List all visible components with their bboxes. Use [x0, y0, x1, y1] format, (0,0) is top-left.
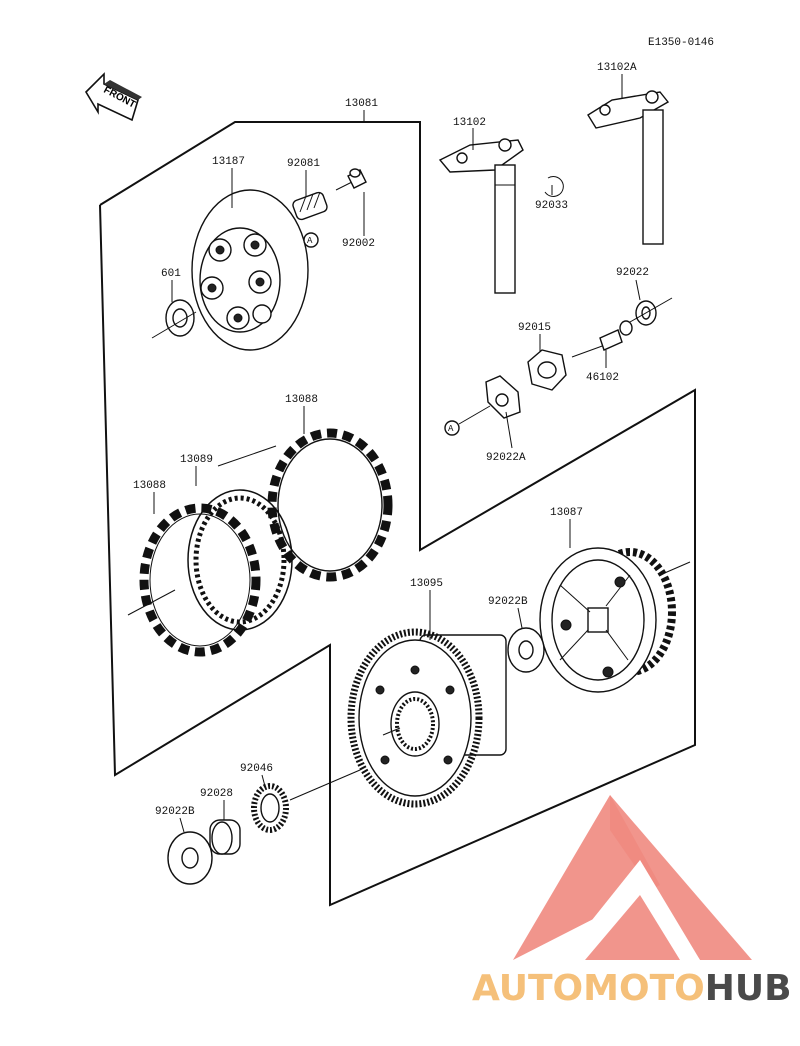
- label-92002: 92002: [342, 238, 375, 250]
- part-13087-clutch-hub: [539, 547, 691, 693]
- label-92046: 92046: [240, 763, 273, 775]
- part-92015-nut: [527, 349, 567, 391]
- label-92028: 92028: [200, 788, 233, 800]
- part-92022B-washer-lower: [167, 831, 213, 885]
- label-92081: 92081: [287, 158, 320, 170]
- watermark-logo: AUTOMOTOHUB: [472, 795, 792, 1009]
- label-92022: 92022: [616, 267, 649, 279]
- part-92002-bolt: [335, 168, 367, 191]
- label-92015: 92015: [518, 322, 551, 334]
- leader-lines: [153, 74, 641, 833]
- part-number-labels: 13081 13187 92081 92002 601 13102 13102A…: [133, 62, 649, 818]
- ref-mark-a-1: A: [303, 232, 319, 248]
- part-13095-clutch-housing: [347, 628, 507, 808]
- label-13102A: 13102A: [597, 62, 637, 74]
- label-46102: 46102: [586, 372, 619, 384]
- label-601: 601: [161, 268, 181, 280]
- part-92022-washer: [629, 297, 673, 326]
- part-601-bearing: [151, 299, 197, 339]
- group-outline: [99, 121, 696, 907]
- part-13102-shaft: [438, 138, 524, 294]
- part-92028-collar: [209, 819, 241, 855]
- diagram-ref-code: E1350-0146: [648, 37, 714, 49]
- watermark-text: AUTOMOTOHUB: [472, 968, 792, 1009]
- label-13089: 13089: [180, 454, 213, 466]
- label-13087: 13087: [550, 507, 583, 519]
- label-13088-lower: 13088: [133, 480, 166, 492]
- part-13102A-shaft: [587, 90, 670, 245]
- watermark-word-accent: HUB: [705, 968, 792, 1009]
- label-92022B-lower: 92022B: [155, 806, 195, 818]
- part-13088-friction-plate-lower: [127, 503, 261, 657]
- part-92022A-lockwasher: [485, 375, 521, 419]
- part-92022B-washer-upper: [507, 627, 545, 673]
- part-13187-pressure-plate: [191, 189, 309, 351]
- label-13081: 13081: [345, 98, 378, 110]
- part-92081-spring: [292, 191, 328, 221]
- label-92022B-upper: 92022B: [488, 596, 528, 608]
- part-46102-pushrod: [571, 320, 633, 358]
- label-92033: 92033: [535, 200, 568, 212]
- svg-text:A: A: [307, 236, 313, 246]
- label-13102: 13102: [453, 117, 486, 129]
- label-92022A: 92022A: [486, 452, 526, 464]
- label-13187: 13187: [212, 156, 245, 168]
- svg-text:A: A: [448, 424, 454, 434]
- part-13088-friction-plate-upper: [267, 428, 393, 582]
- label-13095: 13095: [410, 578, 443, 590]
- part-92033-clip: [544, 175, 564, 197]
- ref-mark-a-2: A: [444, 405, 491, 436]
- label-13088-upper: 13088: [285, 394, 318, 406]
- watermark-word-main: AUTOMOTO: [472, 968, 705, 1009]
- part-92046-needle-bearing: [251, 769, 361, 833]
- front-arrow-icon: FRONT: [84, 72, 142, 122]
